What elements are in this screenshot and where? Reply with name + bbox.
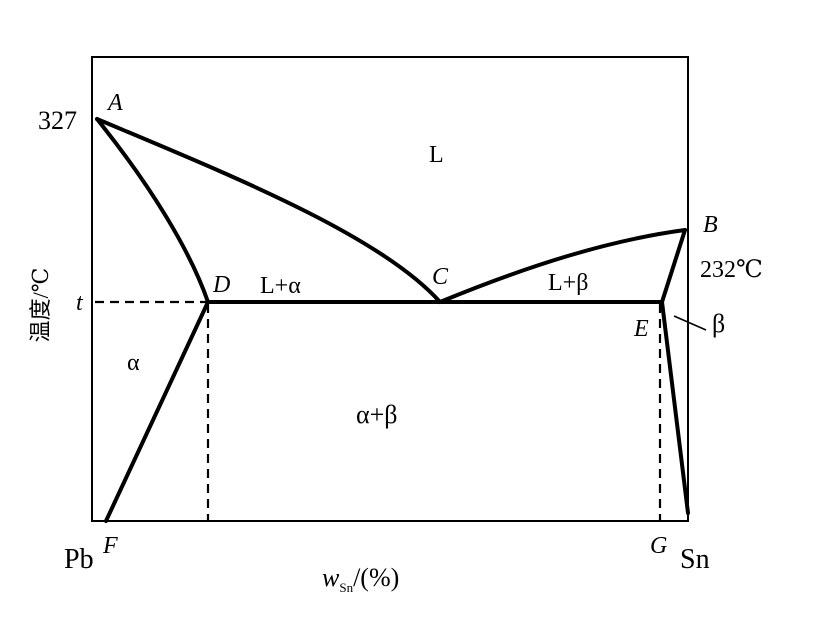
liquidus-ac [95,117,442,304]
x-axis-label-subscript: Sn [339,580,353,595]
point-label-c: C [432,264,449,290]
solvus-df [104,300,210,523]
component-label-pb: Pb [64,544,94,575]
point-label-d: D [212,272,230,298]
region-label-alpha: α [127,350,140,376]
liquidus-cb [438,228,687,304]
point-label-e: E [633,316,649,342]
region-label-liquid: L [429,142,444,168]
point-label-g: G [650,533,667,559]
point-label-a: A [106,90,123,116]
region-label-alpha-beta: α+β [356,400,398,429]
temp-label-t: t [76,290,84,316]
point-label-f: F [102,533,118,559]
temp-label-327: 327 [38,106,77,135]
solidus-be [660,228,687,304]
point-label-b: B [703,212,718,238]
beta-pointer-line [673,315,707,331]
region-label-l-beta: L+β [548,270,588,296]
x-axis-label: wSn/(%) [322,563,399,595]
solidus-ad [95,117,210,304]
component-label-sn: Sn [680,544,710,575]
x-axis-label-suffix: /(%) [353,563,399,592]
region-label-beta: β [712,309,725,338]
y-axis-label: 温度/℃ [28,268,53,343]
region-label-l-alpha: L+α [260,273,301,299]
solvus-e-sn [660,300,690,515]
temp-label-232: 232℃ [700,257,763,283]
plot-frame [91,56,689,522]
x-axis-label-prefix: w [322,563,340,592]
